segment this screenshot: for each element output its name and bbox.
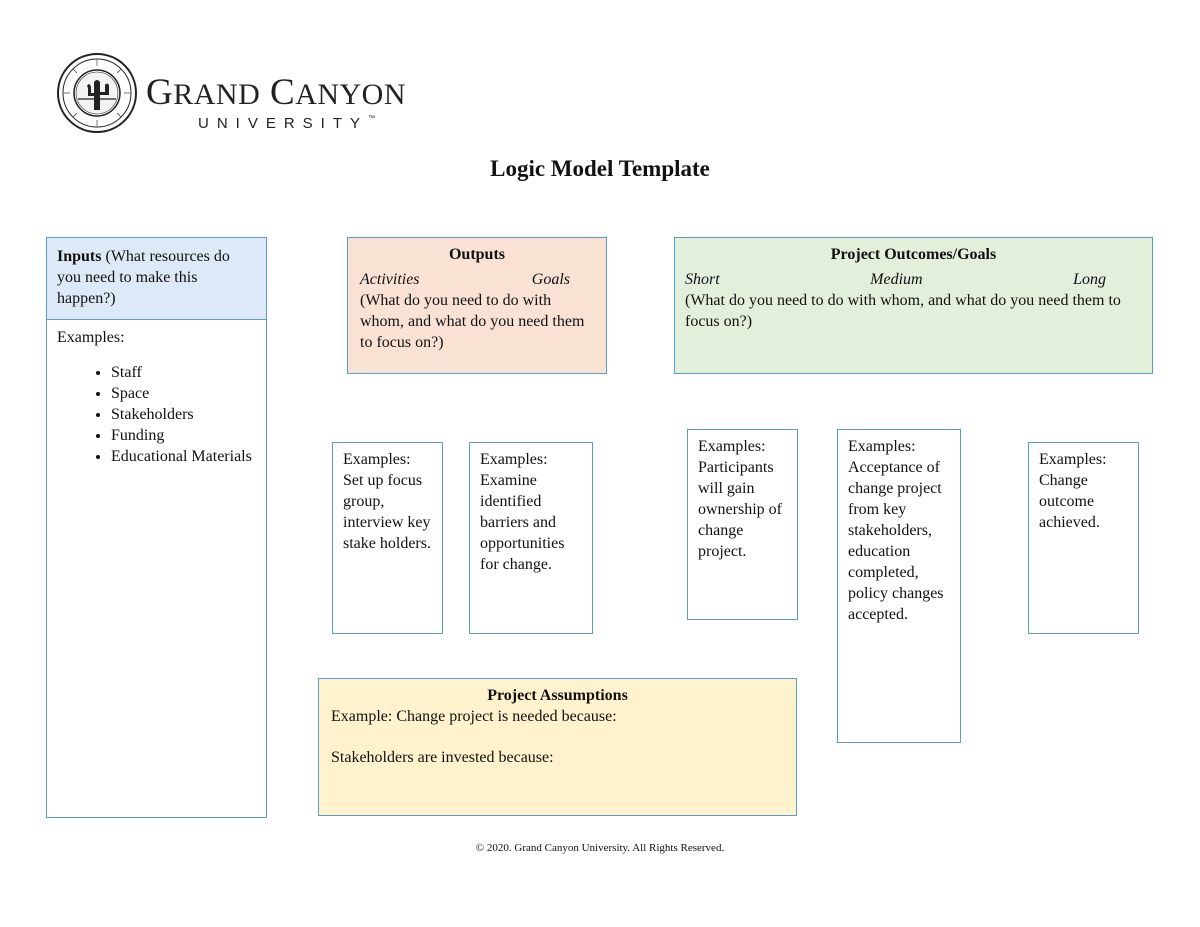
university-wordmark: GRAND CANYON xyxy=(146,72,407,113)
outputs-column-labels: Activities Goals xyxy=(360,269,594,290)
activities-label: Activities xyxy=(360,271,420,288)
assumptions-line-1: Example: Change project is needed becaus… xyxy=(331,708,617,725)
inputs-list: Staff Space Stakeholders Funding Educati… xyxy=(57,362,256,467)
short-outcome-examples-card: Examples: Participants will gain ownersh… xyxy=(687,429,798,620)
inputs-examples-box: Examples: Staff Space Stakeholders Fundi… xyxy=(46,319,267,818)
copyright-footer: © 2020. Grand Canyon University. All Rig… xyxy=(475,842,725,854)
inputs-question: (What resources do you need to make this… xyxy=(57,248,230,307)
long-outcome-examples-card: Examples: Change outcome achieved. xyxy=(1028,442,1139,634)
assumptions-heading: Project Assumptions xyxy=(487,687,628,704)
inputs-heading: Inputs xyxy=(57,248,102,265)
inputs-header: Inputs (What resources do you need to ma… xyxy=(46,237,267,320)
long-label: Long xyxy=(1073,271,1106,288)
list-item: Educational Materials xyxy=(111,446,256,467)
outputs-header: Outputs Activities Goals (What do you ne… xyxy=(347,237,607,374)
outcomes-description: (What do you need to do with whom, and w… xyxy=(685,292,1121,330)
page-title: Logic Model Template xyxy=(490,156,710,181)
university-seal-icon xyxy=(57,53,137,133)
outcomes-header: Project Outcomes/Goals Short Medium Long… xyxy=(674,237,1153,374)
list-item: Staff xyxy=(111,362,256,383)
outcomes-column-labels: Short Medium Long xyxy=(685,269,1142,290)
medium-label: Medium xyxy=(870,271,923,288)
short-label: Short xyxy=(685,271,720,288)
goals-examples-card: Examples: Examine identified barriers an… xyxy=(469,442,593,634)
assumptions-box: Project Assumptions Example: Change proj… xyxy=(318,678,797,816)
outcomes-heading: Project Outcomes/Goals xyxy=(830,246,997,263)
medium-outcome-examples-card: Examples: Acceptance of change project f… xyxy=(837,429,961,743)
list-item: Funding xyxy=(111,425,256,446)
list-item: Space xyxy=(111,383,256,404)
activities-examples-card: Examples: Set up focus group, interview … xyxy=(332,442,443,634)
university-logo: GRAND CANYON UNIVERSITY™ xyxy=(56,52,436,142)
outputs-description: (What do you need to do with whom, and w… xyxy=(360,292,585,351)
assumptions-line-2: Stakeholders are invested because: xyxy=(331,749,554,766)
inputs-examples-label: Examples: xyxy=(57,329,125,346)
university-subtitle: UNIVERSITY™ xyxy=(198,115,376,132)
outputs-heading: Outputs xyxy=(448,246,506,263)
list-item: Stakeholders xyxy=(111,404,256,425)
goals-label: Goals xyxy=(531,271,570,288)
